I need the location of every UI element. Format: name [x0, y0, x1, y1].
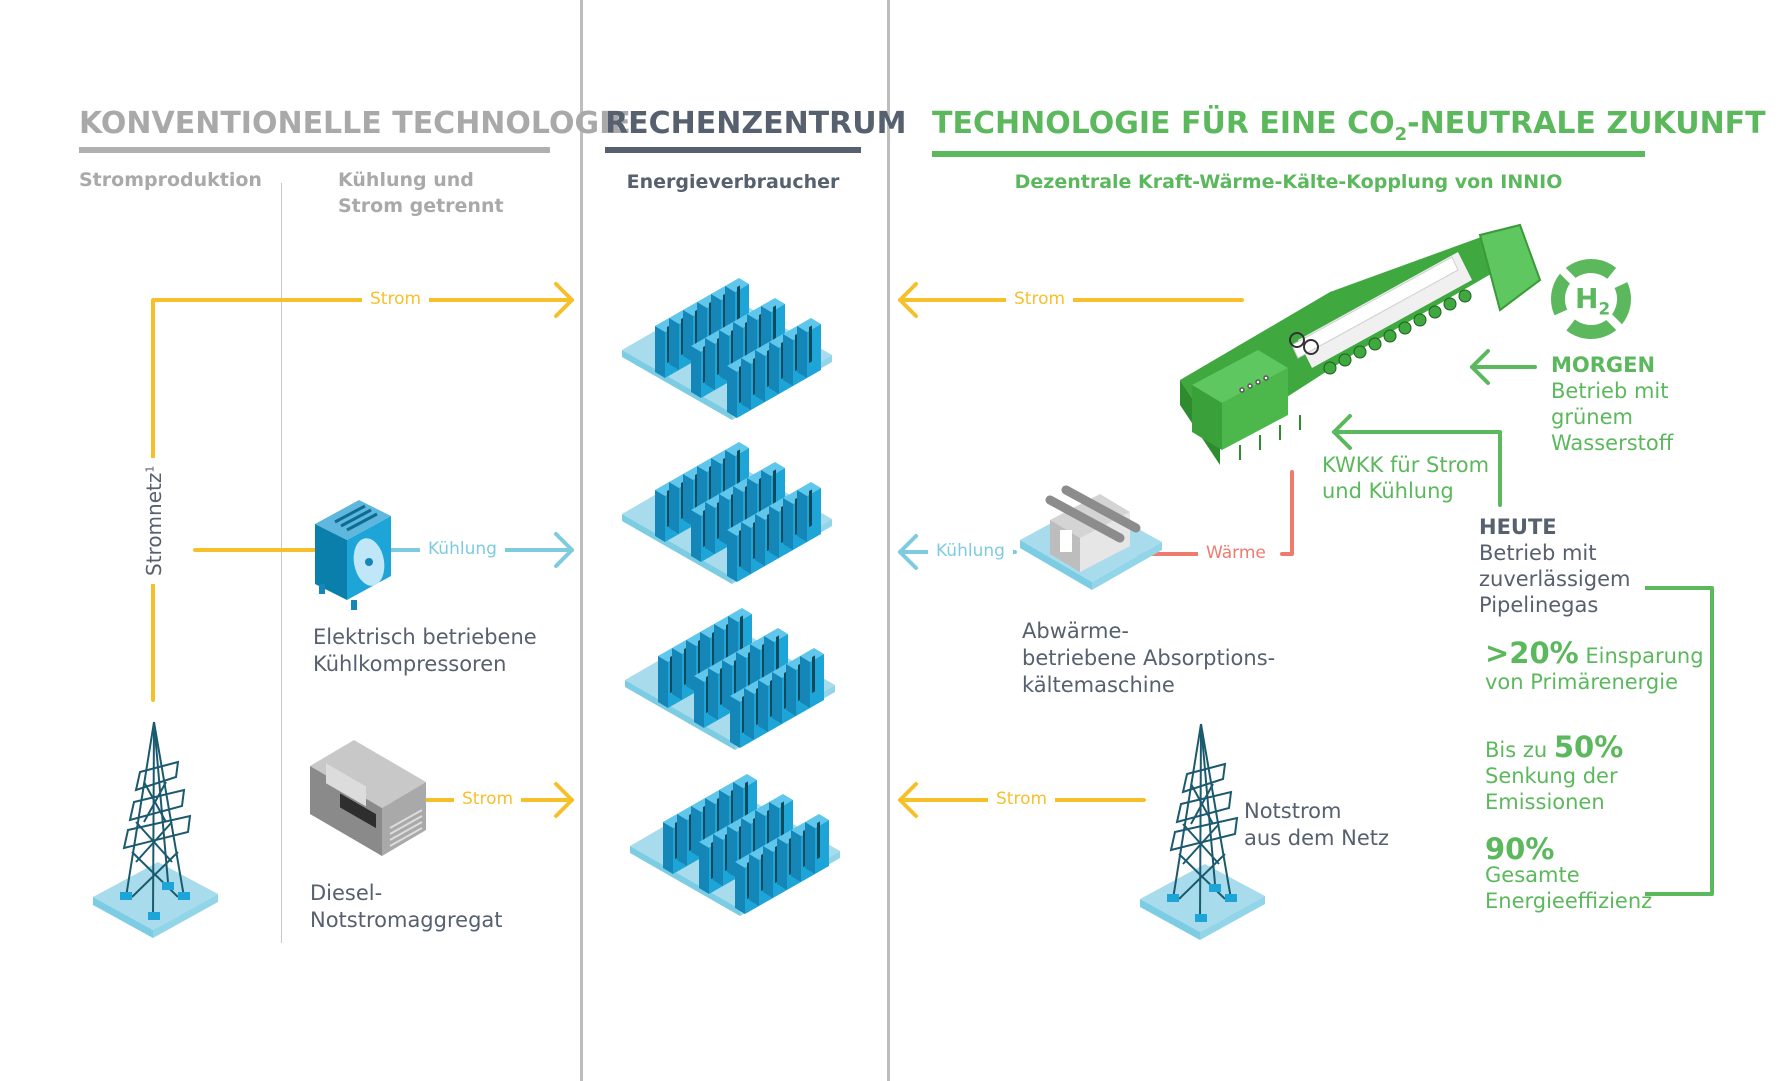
stat-line3: Energieeffizienz	[1485, 889, 1653, 913]
flow-label-kuehlung-right: Kühlung	[928, 541, 1013, 561]
connector-morgen	[1470, 349, 1537, 385]
grid-backup-line2: aus dem Netz	[1244, 826, 1390, 850]
kwkk-label-line2: und Kühlung	[1322, 479, 1454, 503]
grid-backup-line1: Notstrom	[1244, 799, 1342, 823]
datacenter-icon-4	[630, 774, 840, 916]
stat-value: >20%	[1485, 636, 1579, 670]
subheading-kuehlung-strom: Kühlung und Strom getrennt	[338, 167, 504, 219]
connector-heute	[1332, 414, 1502, 507]
grid-label-footnote: 1	[143, 465, 157, 473]
kwkk-label: KWKK für Strom und Kühlung	[1322, 452, 1489, 504]
stat-efficiency: 90% Gesamte Energieeffizienz	[1485, 832, 1653, 914]
flow-label-kuehlung-left: Kühlung	[420, 539, 505, 559]
divider-conventional-sub	[281, 183, 282, 943]
absorption-label-line2: betriebene Absorptions-	[1022, 646, 1276, 670]
stat-value: 90%	[1485, 832, 1555, 866]
heading-future-part1: TECHNOLOGIE FÜR EINE CO	[932, 106, 1395, 141]
stat-primary-energy: >20% Einsparung von Primärenergie	[1485, 639, 1704, 695]
flow-label-strom-top-left: Strom	[362, 289, 430, 309]
hydrogen-h: H	[1575, 282, 1599, 315]
stat-suffix: Einsparung	[1578, 644, 1704, 668]
subheading-line2: Strom getrennt	[338, 195, 504, 217]
heading-future: TECHNOLOGIE FÜR EINE CO2-NEUTRALE ZUKUNF…	[932, 106, 1766, 157]
hydrogen-sub: 2	[1598, 298, 1611, 319]
flow-label-strom-bottom-right: Strom	[988, 789, 1056, 809]
divider-left-center	[580, 0, 583, 1081]
stat-line1: Bis zu 50%	[1485, 733, 1623, 763]
heute-line3: Pipelinegas	[1479, 593, 1599, 617]
divider-center-right	[887, 0, 890, 1081]
subheading-stromproduktion: Stromproduktion	[79, 169, 262, 191]
compressor-label-line1: Elektrisch betriebene	[313, 625, 537, 649]
datacenter-icon-1	[622, 278, 832, 420]
compressor-label-line2: Kühlkompressoren	[313, 652, 507, 676]
stat-line2: Gesamte	[1485, 863, 1580, 887]
stat-line1: >20% Einsparung	[1485, 639, 1704, 669]
morgen-title: MORGEN	[1551, 353, 1656, 377]
stat-emissions: Bis zu 50% Senkung der Emissionen	[1485, 733, 1623, 815]
subheading-energieverbraucher: Energieverbraucher	[626, 171, 840, 193]
datacenter-icon-2	[622, 442, 832, 584]
datacenter-icon-3	[625, 608, 835, 750]
flow-label-waerme: Wärme	[1198, 543, 1274, 563]
kwkk-label-line1: KWKK für Strom	[1322, 453, 1490, 477]
transmission-tower-left-icon	[92, 721, 219, 939]
morgen-line2: grünem	[1551, 405, 1633, 429]
grid-label: Stromnetz1	[142, 457, 166, 584]
heute-block: HEUTE Betrieb mit zuverlässigem Pipeline…	[1479, 514, 1630, 618]
hydrogen-icon-text: H2	[1575, 282, 1610, 319]
heading-datacenter: RECHENZENTRUM	[605, 106, 906, 153]
subheading-future: Dezentrale Kraft-Wärme-Kälte-Kopplung vo…	[1014, 171, 1563, 193]
heute-line2: zuverlässigem	[1479, 567, 1631, 591]
heute-title: HEUTE	[1479, 515, 1557, 539]
compressor-label: Elektrisch betriebene Kühlkompressoren	[313, 624, 537, 678]
absorption-label-line1: Abwärme-	[1022, 619, 1129, 643]
diesel-label-line1: Diesel-	[310, 881, 383, 905]
stat-line2: von Primärenergie	[1485, 670, 1679, 694]
stat-value: 50%	[1553, 730, 1624, 764]
stat-line2: Senkung der	[1485, 764, 1618, 788]
morgen-line1: Betrieb mit	[1551, 379, 1669, 403]
hydrogen-icon	[1551, 259, 1631, 339]
chp-engine-icon	[1180, 223, 1542, 465]
heading-future-part2: -NEUTRALE ZUKUNFT	[1407, 106, 1766, 141]
morgen-line3: Wasserstoff	[1551, 431, 1674, 455]
heading-conventional: KONVENTIONELLE TECHNOLOGIE	[79, 106, 631, 153]
diesel-generator-icon	[310, 740, 426, 856]
heute-line1: Betrieb mit	[1479, 541, 1597, 565]
heading-future-sub: 2	[1394, 124, 1408, 145]
absorption-label-line3: kältemaschine	[1022, 673, 1175, 697]
diesel-label: Diesel- Notstromaggregat	[310, 880, 503, 934]
diesel-label-line2: Notstromaggregat	[310, 908, 503, 932]
subheading-line1: Kühlung und	[338, 169, 474, 191]
grid-label-text: Stromnetz	[142, 472, 166, 576]
stat-line3: Emissionen	[1485, 790, 1605, 814]
absorption-label: Abwärme- betriebene Absorptions- kältema…	[1022, 618, 1275, 699]
stat-prefix: Bis zu	[1485, 738, 1554, 762]
cooling-compressor-icon	[315, 500, 391, 610]
flow-label-strom-bottom-left: Strom	[454, 789, 522, 809]
grid-backup-label: Notstrom aus dem Netz	[1244, 798, 1389, 852]
flow-label-strom-top-right: Strom	[1006, 289, 1074, 309]
bracket-stats	[1645, 586, 1714, 896]
absorption-chiller-icon	[1020, 485, 1162, 590]
morgen-block: MORGEN Betrieb mit grünem Wasserstoff	[1551, 352, 1673, 456]
